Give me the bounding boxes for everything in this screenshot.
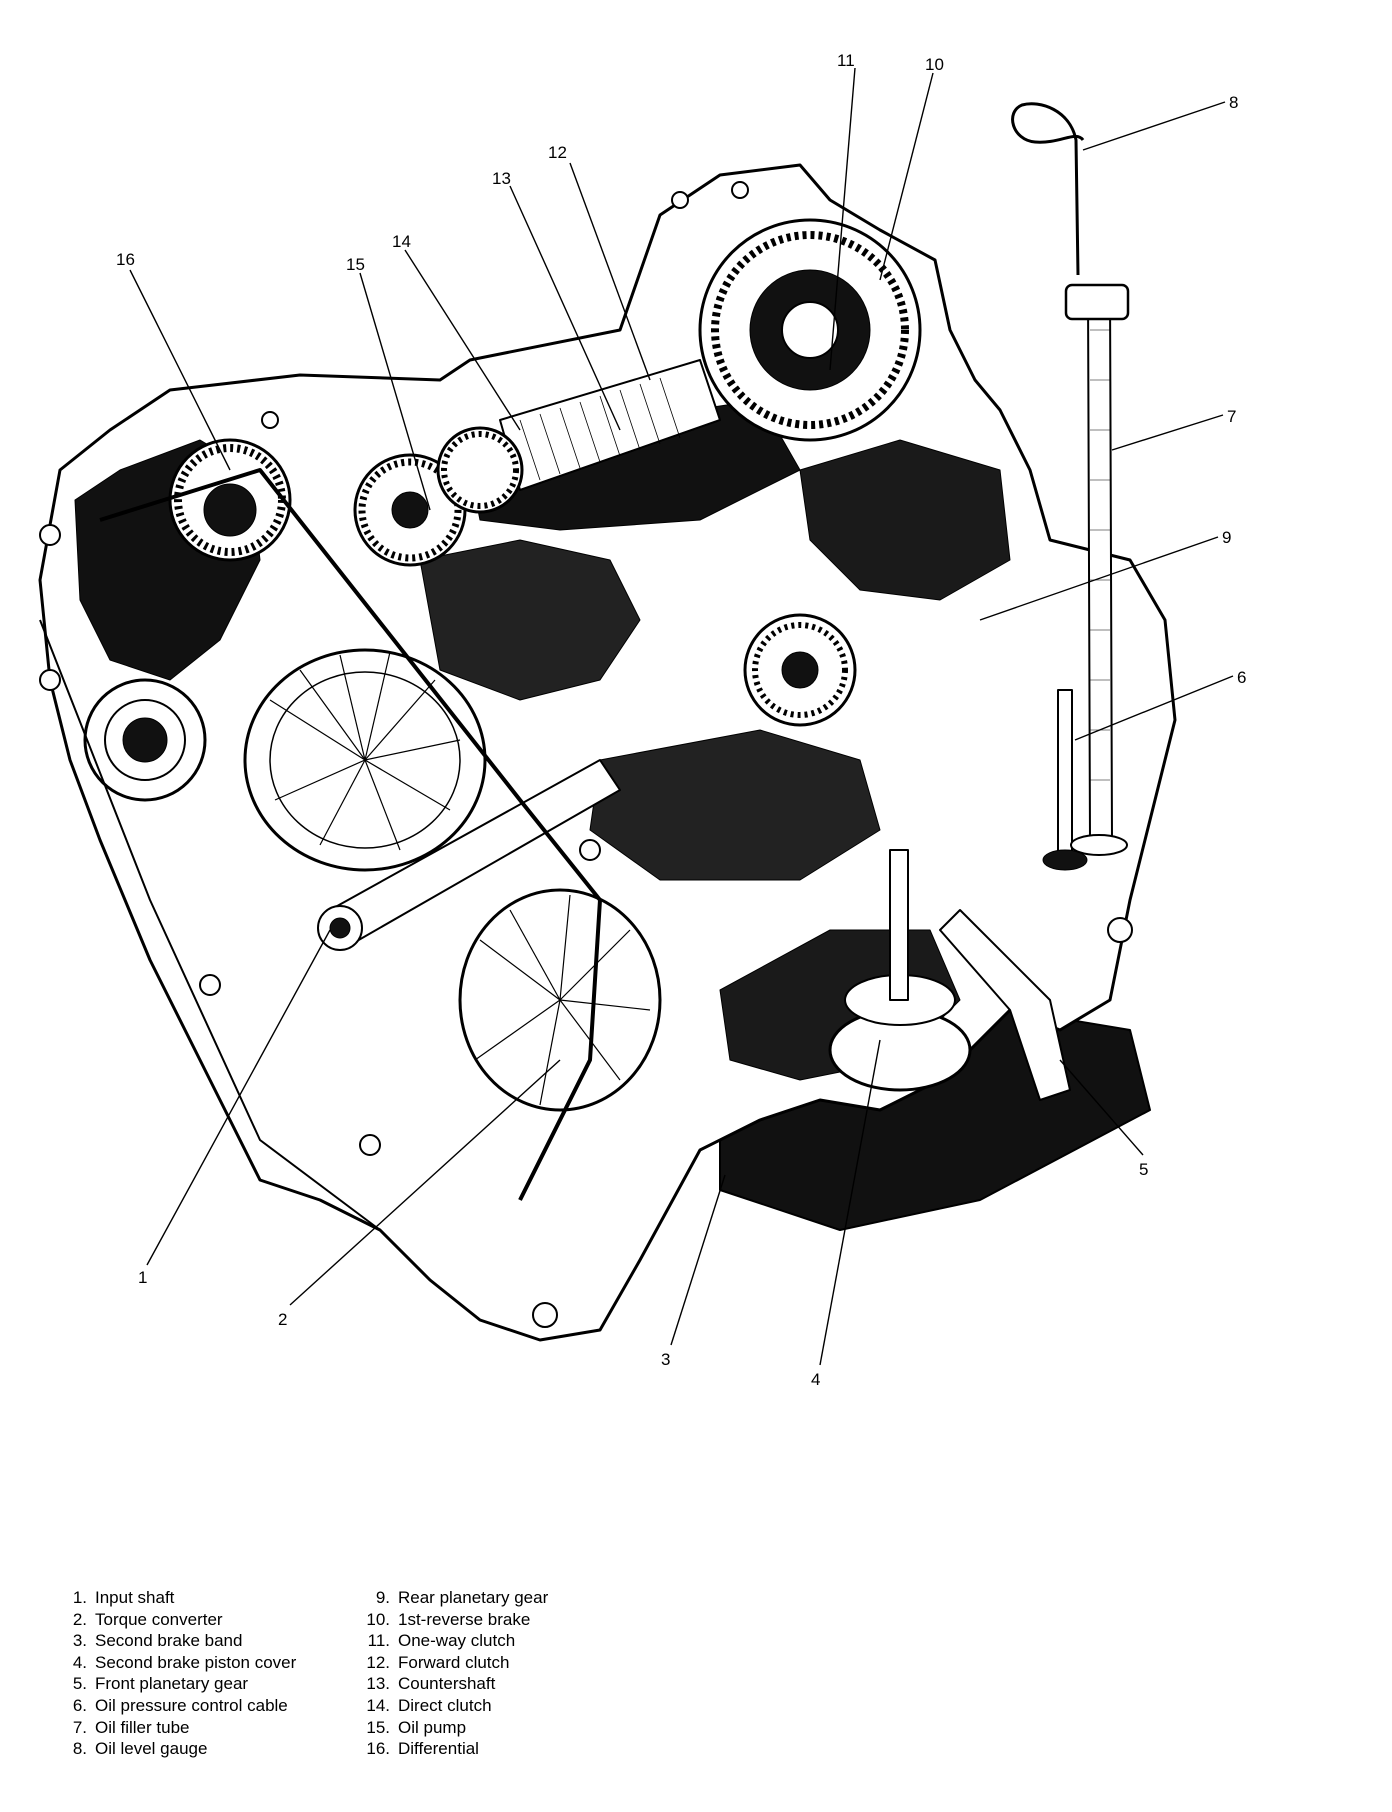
legend-right-column: 9. Rear planetary gear 10. 1st-reverse bra… [360,1587,548,1760]
callout-numbers: 1 2 3 4 5 6 7 8 9 10 11 12 13 14 15 16 [116,51,1246,1389]
leader-lines [129,67,1234,1366]
legend-left-column: 1. Input shaft 2. Torque converter 3. Secon… [57,1587,296,1760]
legend-label: One-way clutch [398,1631,516,1651]
legend-number: 11. [367,1631,390,1651]
legend-label: Forward clutch [398,1652,510,1672]
legend-item: 3. Second brake band [57,1630,296,1652]
legend-label: Countershaft [398,1674,496,1694]
callout-15: 15 [346,255,365,274]
legend-item: 12. Forward clutch [360,1652,548,1674]
legend-number: 9. [375,1588,390,1607]
legend-label: Torque converter [95,1609,223,1629]
callout-9: 9 [1222,528,1231,547]
callout-14: 14 [392,232,411,251]
legend-item: 10. 1st-reverse brake [360,1609,548,1631]
legend-item: 9. Rear planetary gear [360,1587,548,1609]
legend-number: 14. [366,1695,390,1715]
legend-item: 6. Oil pressure control cable [57,1695,296,1717]
legend-label: Input shaft [95,1588,175,1607]
legend-number: 16. [366,1739,390,1759]
legend-label: Oil pressure control cable [95,1695,288,1715]
legend-item: 11. One-way clutch [360,1630,548,1652]
legend-item: 2. Torque converter [57,1609,296,1631]
legend-label: Second brake band [95,1631,243,1651]
callout-4: 4 [811,1370,820,1389]
legend-number: 12. [366,1652,390,1672]
legend-number: 15. [366,1717,390,1737]
legend-item: 14. Direct clutch [360,1695,548,1717]
callout-3: 3 [661,1350,670,1369]
legend-number: 3. [72,1631,87,1651]
callout-13: 13 [492,169,511,188]
legend-number: 2. [72,1609,87,1629]
transmission-illustration [38,102,1177,1342]
legend-number: 4. [72,1652,87,1672]
callout-8: 8 [1229,93,1238,112]
callout-1: 1 [138,1268,147,1287]
legend-number: 1. [72,1588,87,1607]
callout-7: 7 [1227,407,1236,426]
legend-item: 4. Second brake piston cover [57,1652,296,1674]
legend-item: 15. Oil pump [360,1717,548,1739]
legend-label: Rear planetary gear [398,1588,549,1607]
legend-label: 1st-reverse brake [398,1609,531,1629]
callout-10: 10 [925,55,944,74]
legend-label: Differential [398,1739,479,1759]
legend-label: Oil level gauge [95,1739,208,1759]
legend-item: 7. Oil filler tube [57,1717,296,1739]
legend-number: 7. [72,1717,87,1737]
callout-11: 11 [837,51,855,70]
legend-number: 13. [366,1674,390,1694]
callout-12: 12 [548,143,567,162]
legend-item: 5. Front planetary gear [57,1673,296,1695]
legend-item: 13. Countershaft [360,1673,548,1695]
legend-number: 10. [366,1609,390,1629]
legend-item: 8. Oil level gauge [57,1738,296,1760]
legend-item: 1. Input shaft [57,1587,296,1609]
legend-label: Front planetary gear [95,1674,249,1694]
callout-2: 2 [278,1310,287,1329]
callout-6: 6 [1237,668,1246,687]
legend-label: Oil pump [398,1717,467,1737]
legend-item: 16. Differential [360,1738,548,1760]
legend-number: 5. [72,1674,87,1694]
legend-label: Direct clutch [398,1695,492,1715]
legend-label: Second brake piston cover [95,1652,297,1672]
legend-label: Oil filler tube [95,1717,190,1737]
legend-number: 6. [72,1695,87,1715]
legend-number: 8. [72,1739,87,1759]
callout-16: 16 [116,250,135,269]
callout-5: 5 [1139,1160,1148,1179]
